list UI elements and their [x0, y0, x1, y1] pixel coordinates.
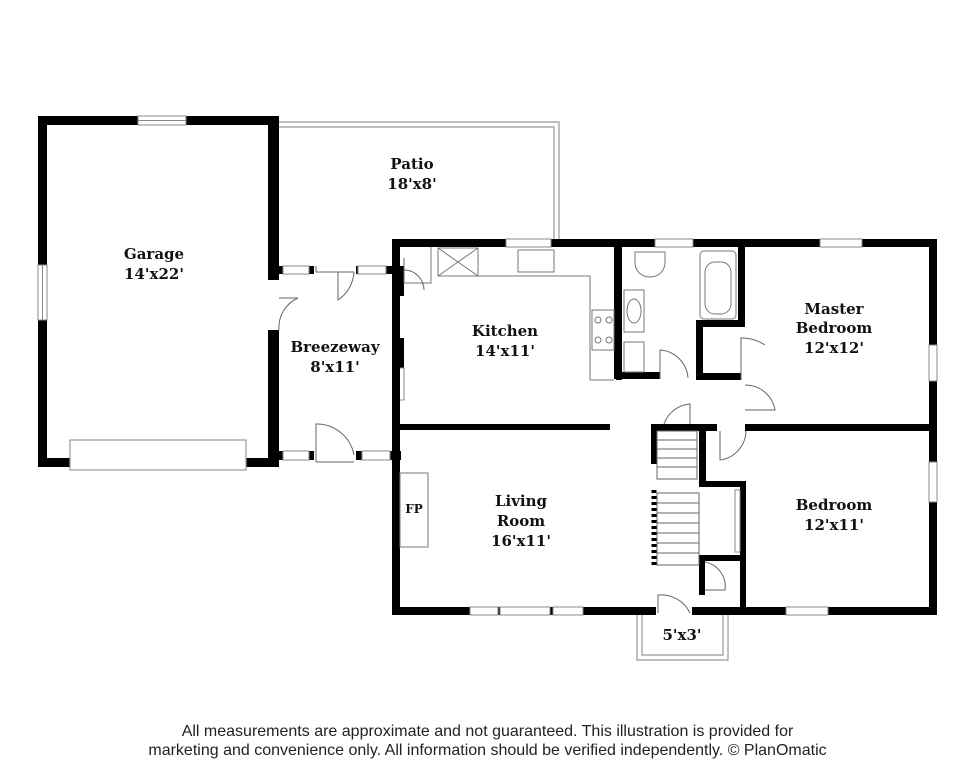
living-room-size-label: 16'x11'	[491, 532, 551, 550]
disclaimer: All measurements are approximate and not…	[0, 722, 975, 760]
master-bedroom-name-line2: Bedroom	[796, 319, 873, 337]
patio-outline	[276, 121, 560, 240]
master-bedroom-size-label: 12'x12'	[804, 339, 864, 357]
breezeway-size-label: 8'x11'	[310, 358, 359, 376]
breezeway-back-door-gap	[314, 264, 356, 276]
garage-door	[69, 439, 247, 471]
kitchen-counters	[403, 247, 615, 381]
bedroom-closet	[734, 489, 741, 553]
entry-porch	[636, 594, 729, 661]
kitchen-name-label: Kitchen	[472, 322, 538, 340]
garage-size-label: 14'x22'	[124, 265, 184, 283]
breezeway-front-door-gap	[314, 449, 356, 462]
garage-name-label: Garage	[124, 245, 184, 263]
patio-name-label: Patio	[390, 155, 433, 173]
patio-size-label: 18'x8'	[387, 175, 436, 193]
fireplace	[399, 472, 429, 548]
entry-size-label: 5'x3'	[662, 626, 701, 644]
kitchen-size-label: 14'x11'	[475, 342, 535, 360]
breezeway-name-label: Breezeway	[290, 338, 380, 356]
garage-walls	[38, 116, 279, 467]
disclaimer-line-2: marketing and convenience only. All info…	[148, 742, 827, 759]
stove-icon	[594, 316, 613, 344]
interior-walls	[400, 239, 937, 615]
disclaimer-line-1: All measurements are approximate and not…	[181, 723, 794, 740]
garage-side-door-gap	[266, 280, 281, 330]
interior-doors	[403, 258, 776, 591]
living-room-name-line2: Room	[497, 512, 545, 530]
garage-side-door-swing	[278, 297, 299, 331]
stairs	[656, 430, 700, 566]
garage-windows	[37, 115, 187, 321]
bathroom-fixtures	[623, 250, 737, 373]
master-bedroom-name-line1: Master	[804, 300, 864, 318]
bedroom-name-label: Bedroom	[796, 496, 873, 514]
living-room-name-line1: Living	[495, 492, 548, 510]
house-windows	[469, 238, 938, 616]
breezeway-front-door-swing	[315, 423, 355, 463]
bedroom-size-label: 12'x11'	[804, 516, 864, 534]
breezeway-back-door-swing	[315, 266, 355, 301]
fireplace-label: FP	[405, 502, 423, 516]
stair-railing	[651, 490, 657, 566]
